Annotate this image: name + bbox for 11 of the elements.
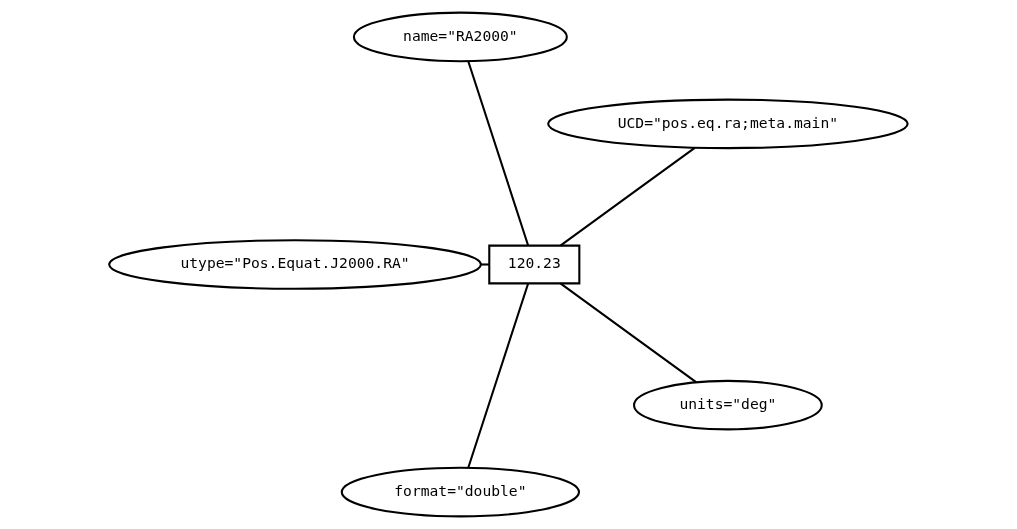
node-ellipse: UCD="pos.eq.ra;meta.main": [547, 98, 909, 150]
node-ellipse: utype="Pos.Equat.J2000.RA": [108, 239, 482, 290]
connector: [559, 147, 696, 247]
node-ellipse: format="double": [340, 466, 581, 518]
connector: [481, 263, 489, 266]
connector: [559, 282, 697, 383]
connector: [467, 283, 530, 468]
connector: [467, 61, 530, 246]
node-box: 120.23: [488, 244, 581, 285]
node-ellipse: units="deg": [633, 379, 823, 431]
node-ellipse: name="RA2000": [352, 11, 568, 63]
